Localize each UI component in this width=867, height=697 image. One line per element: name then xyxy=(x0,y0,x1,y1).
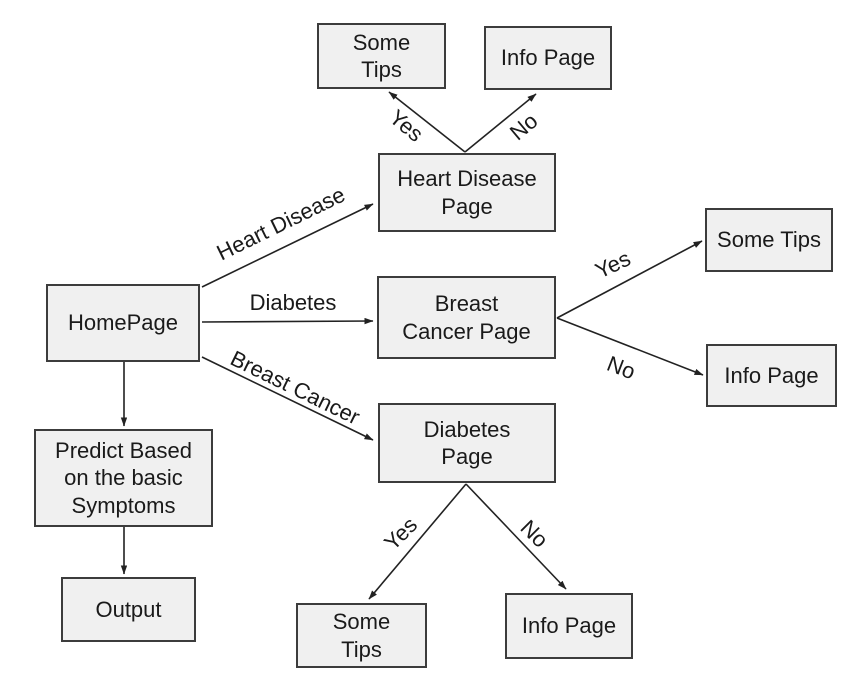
edge-homepage-to-diabetes-page xyxy=(201,356,374,441)
node-output: Output xyxy=(61,577,196,642)
edge-heart-disease-no-to-info-page xyxy=(464,93,537,153)
node-some-tips-heart: Some Tips xyxy=(317,23,446,89)
edge-breast-cancer-yes-to-some-tips xyxy=(556,240,703,319)
edge-breast-cancer-no-to-info-page xyxy=(556,317,704,376)
node-info-page-diabetes: Info Page xyxy=(505,593,633,659)
edge-homepage-to-breast-cancer-page xyxy=(201,317,374,325)
node-breast-cancer-page: Breast Cancer Page xyxy=(377,276,556,359)
edge-homepage-to-heart-disease-page xyxy=(201,203,374,288)
edge-diabetes-yes-to-some-tips xyxy=(368,483,467,600)
node-some-tips-diabetes: Some Tips xyxy=(296,603,427,668)
edge-label-diabetes: Diabetes xyxy=(249,290,337,315)
node-diabetes-page: Diabetes Page xyxy=(378,403,556,483)
node-predict: Predict Based on the basic Symptoms xyxy=(34,429,213,527)
node-some-tips-breast: Some Tips xyxy=(705,208,833,272)
node-info-page-heart: Info Page xyxy=(484,26,612,90)
node-heart-disease-page: Heart Disease Page xyxy=(378,153,556,232)
edge-heart-disease-yes-to-some-tips xyxy=(388,91,466,153)
edge-diabetes-no-to-info-page xyxy=(465,483,567,590)
node-homepage: HomePage xyxy=(46,284,200,362)
node-info-page-breast: Info Page xyxy=(706,344,837,407)
